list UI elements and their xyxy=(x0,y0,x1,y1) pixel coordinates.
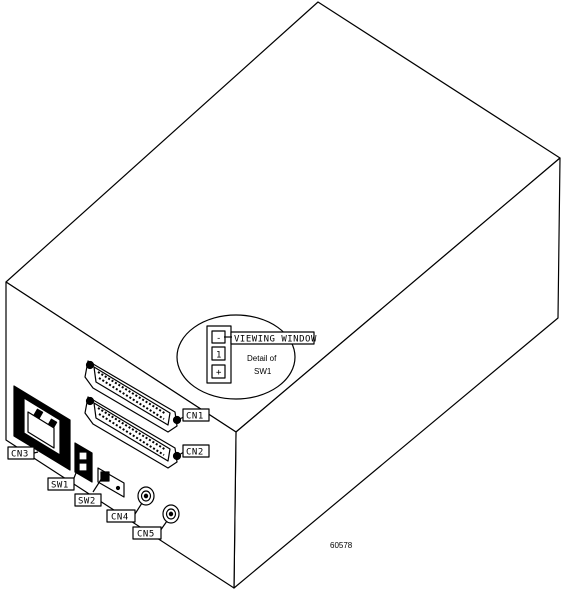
cn2-label: CN2 xyxy=(186,448,204,458)
sw1-detail-minus: - xyxy=(216,334,222,344)
cn5-callout-box xyxy=(132,526,162,540)
cn3-callout-box xyxy=(7,446,35,460)
sw1-detail-one: 1 xyxy=(216,351,222,361)
sw2-callout-box xyxy=(74,493,102,507)
cn4-label: CN4 xyxy=(111,513,129,523)
sw1-callout-box xyxy=(47,477,75,491)
figure-number: 60578 xyxy=(330,541,353,550)
cn2-callout-box xyxy=(182,444,210,458)
detail-caption-line1: Detail of xyxy=(247,354,277,363)
sw1-detail-one-box xyxy=(211,346,226,361)
sw1-detail-plus-box xyxy=(211,364,226,379)
cn3-label: CN3 xyxy=(11,450,29,460)
sw1-detail-plus: + xyxy=(216,368,222,378)
sw2-label: SW2 xyxy=(78,497,96,507)
cn1-label: CN1 xyxy=(186,412,204,422)
detail-caption-line2: SW1 xyxy=(254,367,272,376)
detail-circle xyxy=(176,314,296,400)
viewing-window-box xyxy=(230,331,315,345)
cn1-callout-box xyxy=(182,408,210,422)
sw1-detail-frame xyxy=(206,325,232,384)
sw1-label: SW1 xyxy=(51,481,69,491)
cn5-label: CN5 xyxy=(137,530,155,540)
viewing-window-label: VIEWING WINDOW xyxy=(234,335,317,345)
cn4-callout-box xyxy=(106,509,136,523)
cn4-jack xyxy=(137,486,155,506)
cn5-jack xyxy=(162,504,180,524)
